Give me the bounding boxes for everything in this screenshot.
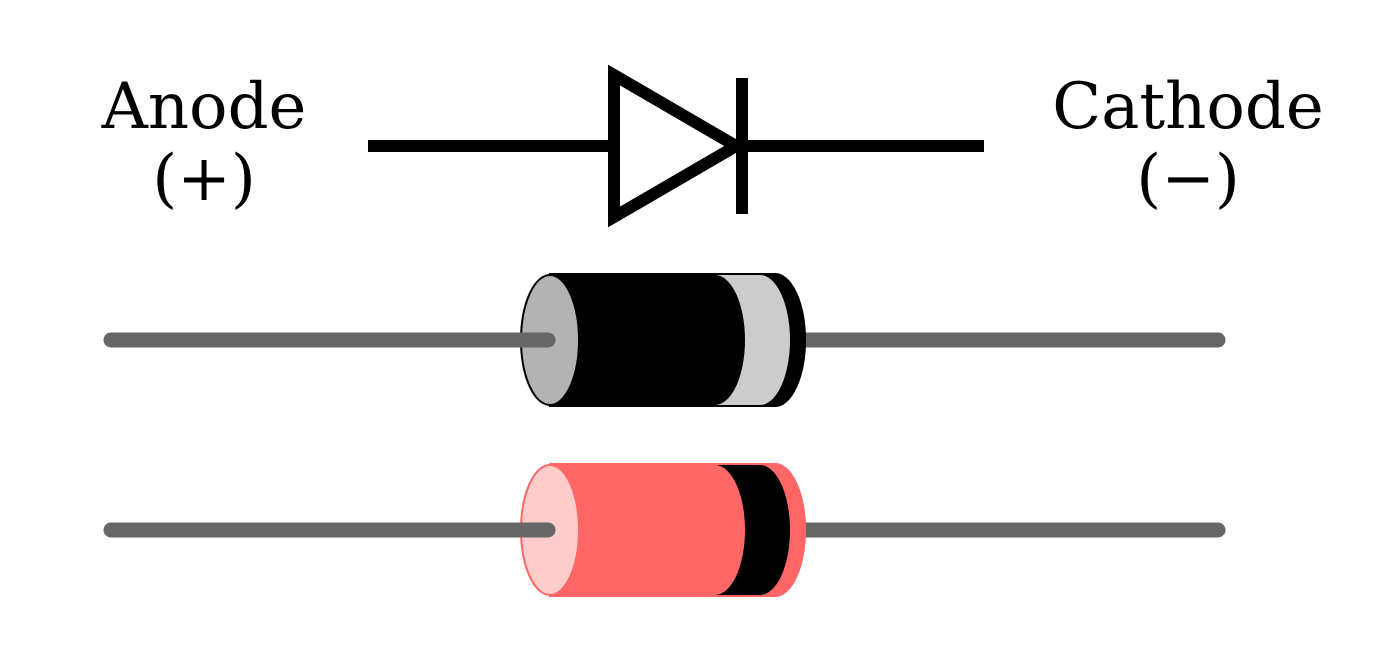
- anode-label: Anode: [101, 70, 307, 144]
- diode-black-component: [103, 273, 1226, 407]
- cathode-sign: (−): [1136, 142, 1240, 216]
- symbol-triangle: [608, 64, 748, 228]
- anode-sign: (+): [152, 142, 256, 216]
- cathode-label: Cathode: [1052, 70, 1323, 144]
- diode-red-component: [103, 463, 1226, 597]
- diode-schematic-symbol: [368, 64, 984, 228]
